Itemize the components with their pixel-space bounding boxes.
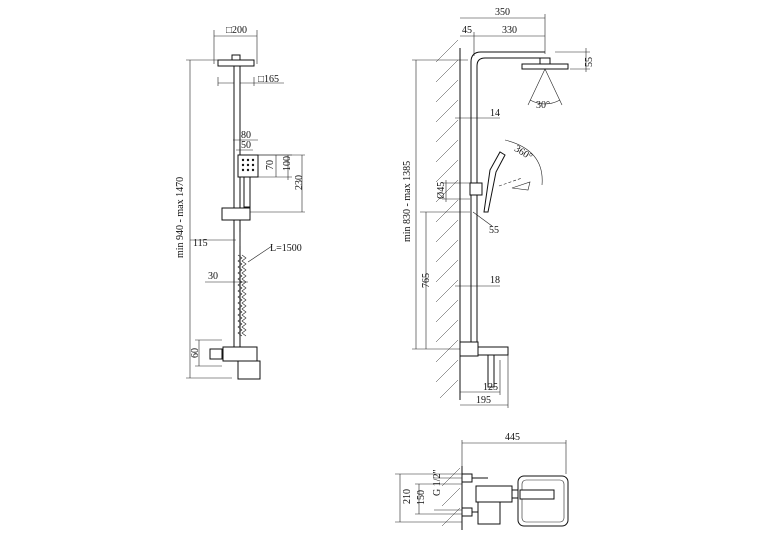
dim-arm-square: □165 <box>258 74 279 85</box>
dim-hose-dia: 30 <box>208 271 218 282</box>
side-view: 350 45 330 55 30° 14 360° <box>402 7 595 408</box>
dim-spray-angle: 30° <box>536 100 550 111</box>
shower-arm-top <box>519 489 555 500</box>
dim-side-total-height: min 830 - max 1385 <box>402 161 413 242</box>
mixer-lever-front <box>209 348 223 360</box>
dim-hs-outer-h: 100 <box>282 156 293 171</box>
mixer-side-body <box>477 346 509 356</box>
dim-mixer-depth: 125 <box>483 382 498 393</box>
riser-arm-outer <box>470 51 545 350</box>
dim-reach-total: 350 <box>495 7 510 18</box>
dim-lower-height: 765 <box>421 273 432 288</box>
dim-hs-offset: 230 <box>294 175 305 190</box>
dim-top-height-inner: 150 <box>416 490 427 505</box>
wall-hatching <box>435 39 459 399</box>
mixer-body-top <box>475 485 513 503</box>
dim-holder-dia: Ø45 <box>436 182 447 199</box>
dim-top-height-total: 210 <box>402 489 413 504</box>
mixer-side-wall <box>459 341 479 357</box>
mixer-side-spout <box>487 354 495 388</box>
hand-shower-handle <box>243 176 251 208</box>
top-view: 445 210 150 G 1/2" <box>395 432 569 530</box>
mixer-handle-top <box>477 501 501 525</box>
hand-shower-side <box>483 151 506 213</box>
dim-front-total-height: min 940 - max 1470 <box>175 177 186 258</box>
dim-hs-inner-h: 70 <box>265 160 276 170</box>
dim-lower-pipe: 18 <box>490 275 500 286</box>
dim-hose-length: L=1500 <box>270 243 302 254</box>
dim-mixer-height: 60 <box>190 348 201 358</box>
riser-arm-inner <box>476 57 545 350</box>
dim-head-square: □200 <box>226 25 247 36</box>
dim-rotation: 360° <box>512 143 534 162</box>
holder-side <box>469 182 483 196</box>
slide-bracket-front <box>221 207 251 221</box>
inlet-top <box>461 473 473 483</box>
inlet-bottom <box>461 507 473 517</box>
dim-wall-gap: 45 <box>462 25 472 36</box>
hand-shower-nozzles <box>241 158 255 172</box>
dim-hs-outer-w: 80 <box>241 130 251 141</box>
dim-holder-depth: 55 <box>489 225 499 236</box>
dim-mixer-projection: 195 <box>476 395 491 406</box>
dim-thread: G 1/2" <box>432 469 443 496</box>
dim-hs-inner-w: 50 <box>241 140 251 151</box>
dim-head-thickness: 55 <box>584 57 595 67</box>
dim-arm-reach: 330 <box>502 25 517 36</box>
mixer-body-front <box>237 360 261 380</box>
dim-overall-depth: 445 <box>505 432 520 443</box>
dim-slider-offset: 115 <box>193 238 208 249</box>
mixer-front <box>222 346 258 362</box>
shower-head-side-conn <box>539 57 551 65</box>
shower-head-side <box>521 63 569 70</box>
shower-head-front <box>217 59 255 67</box>
top-wall-hatching <box>441 467 461 527</box>
shower-hose <box>237 254 247 337</box>
shower-head-top <box>517 475 569 527</box>
shower-head-connector <box>231 54 241 61</box>
front-view: □200 □165 80 50 70 100 <box>175 25 305 380</box>
dim-upper-pipe: 14 <box>490 108 500 119</box>
